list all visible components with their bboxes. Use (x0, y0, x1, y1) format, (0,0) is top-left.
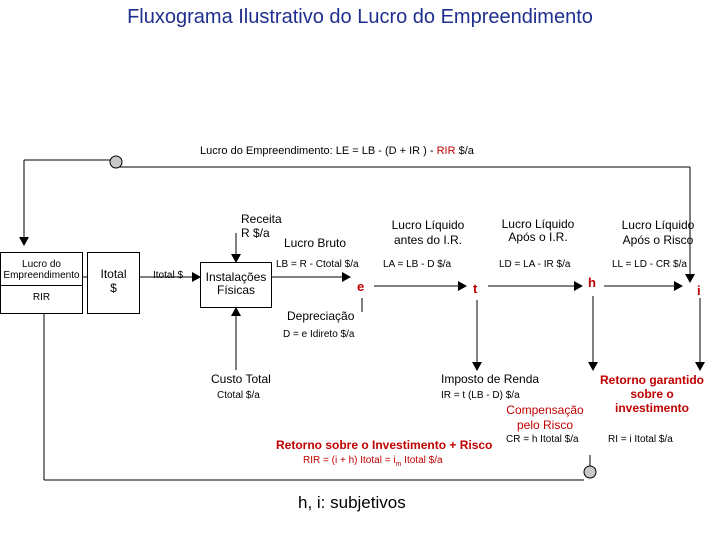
ri-formula: RI = i Itotal $/a (608, 434, 673, 445)
node-i: i (697, 283, 701, 298)
compensacao-risco-label: Compensação pelo Risco (506, 403, 584, 432)
retorno-garantido-label: Retorno garantido sobre o investimento (600, 373, 704, 415)
lucro-apos-risco-label: Lucro Líquido Após o Risco (621, 218, 695, 247)
imposto-renda-label: Imposto de Renda (441, 372, 540, 386)
ld-formula: LD = LA - IR $/a (499, 259, 571, 270)
instalacoes-fisicas-box: Instalações Físicas (200, 262, 272, 308)
lucro-antes-ir-label: Lucro Líquido antes do I.R. (391, 218, 465, 247)
lucro-bruto-label: Lucro Bruto (284, 236, 347, 250)
lb-formula: LB = R - Ctotal $/a (276, 259, 359, 270)
depreciacao-label: Depreciação (287, 309, 355, 323)
ll-formula: LL = LD - CR $/a (612, 259, 687, 270)
top-formula: Lucro do Empreendimento: LE = LB - (D + … (200, 145, 474, 157)
junction-top-circle (109, 155, 123, 169)
junction-bottom-circle (583, 465, 597, 479)
node-h: h (588, 275, 596, 290)
itotal-label: Itotal $ (153, 270, 184, 281)
la-formula: LA = LB - D $/a (383, 259, 452, 270)
lucro-apos-ir-label: Lucro Líquido Após o I.R. (501, 217, 575, 244)
custo-total-label: Custo Total (211, 372, 271, 386)
bottom-feedback-loop (39, 299, 591, 481)
lucro-empreendimento-box: Lucro do Empreendimento RIR (0, 252, 83, 314)
ir-formula: IR = t (LB - D) $/a (441, 390, 520, 401)
cr-formula: CR = h Itotal $/a (506, 434, 579, 445)
receita-label: Receita R $/a (241, 212, 282, 240)
rir-formula: RIR = (i + h) Itotal = im Itotal $/a (303, 455, 443, 468)
node-e: e (357, 279, 365, 294)
retorno-investimento-risco-label: Retorno sobre o Investimento + Risco (276, 438, 493, 452)
node-t: t (473, 281, 478, 296)
itotal-box: Itotal $ (87, 252, 140, 314)
page-title: Fluxograma Ilustrativo do Lucro do Empre… (127, 6, 593, 28)
ctotal-formula: Ctotal $/a (217, 390, 260, 401)
d-formula: D = e Idireto $/a (283, 329, 355, 340)
footer-note: h, i: subjetivos (298, 493, 406, 512)
